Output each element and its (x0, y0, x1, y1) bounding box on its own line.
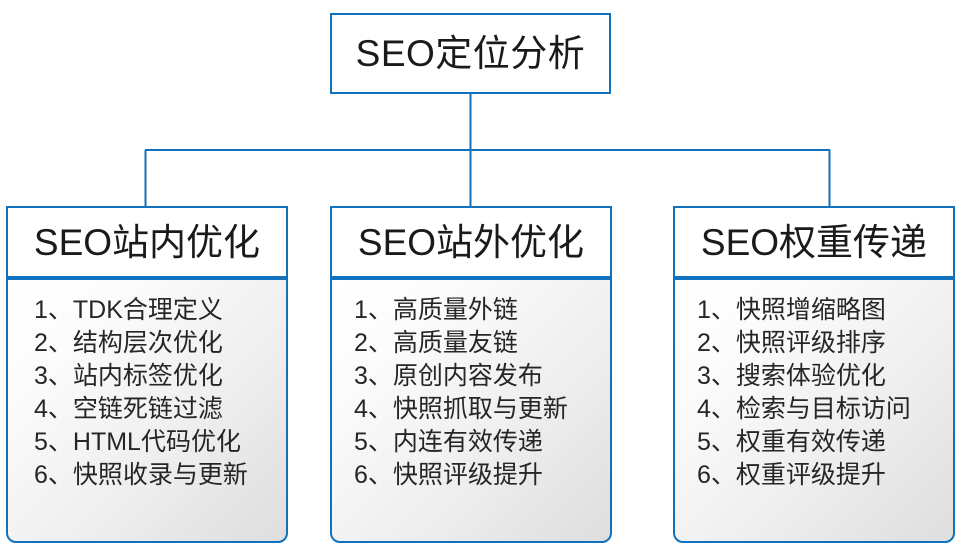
list-item: 3、站内标签优化 (34, 362, 223, 390)
list-item: 1、TDK合理定义 (34, 296, 223, 324)
list-item: 6、快照评级提升 (354, 461, 543, 489)
list-item: 1、高质量外链 (354, 296, 518, 324)
branch-header-title-2: SEO站外优化 (357, 221, 585, 263)
root-node-title: SEO定位分析 (355, 33, 586, 74)
root-node[interactable]: SEO定位分析 (330, 13, 611, 94)
branch-header-2[interactable]: SEO站外优化 (330, 206, 612, 278)
list-item: 4、空链死链过滤 (34, 395, 223, 423)
branch-column-3[interactable]: SEO权重传递 1、快照增缩略图 2、快照评级排序 3、搜索体验优化 4、检索与… (673, 206, 955, 543)
list-item: 1、快照增缩略图 (697, 296, 886, 324)
list-item: 2、结构层次优化 (34, 329, 223, 357)
branch-header-title-1: SEO站内优化 (33, 221, 261, 263)
branch-header-title-3: SEO权重传递 (700, 221, 928, 263)
list-item: 6、权重评级提升 (697, 461, 886, 489)
list-item: 3、原创内容发布 (354, 362, 543, 390)
list-item: 5、内连有效传递 (354, 428, 543, 456)
branch-body-1: 1、TDK合理定义 2、结构层次优化 3、站内标签优化 4、空链死链过滤 5、H… (6, 278, 288, 543)
branch-column-2[interactable]: SEO站外优化 1、高质量外链 2、高质量友链 3、原创内容发布 4、快照抓取与… (330, 206, 612, 543)
list-item: 4、检索与目标访问 (697, 395, 911, 423)
list-item: 2、快照评级排序 (697, 329, 886, 357)
branch-header-1[interactable]: SEO站内优化 (6, 206, 288, 278)
branch-column-1[interactable]: SEO站内优化 1、TDK合理定义 2、结构层次优化 3、站内标签优化 4、空链… (6, 206, 288, 543)
list-item: 2、高质量友链 (354, 329, 518, 357)
branch-body-2: 1、高质量外链 2、高质量友链 3、原创内容发布 4、快照抓取与更新 5、内连有… (330, 278, 612, 543)
list-item: 4、快照抓取与更新 (354, 395, 568, 423)
branch-body-3: 1、快照增缩略图 2、快照评级排序 3、搜索体验优化 4、检索与目标访问 5、权… (673, 278, 955, 543)
list-item: 5、权重有效传递 (697, 428, 886, 456)
list-item: 3、搜索体验优化 (697, 362, 886, 390)
branch-header-3[interactable]: SEO权重传递 (673, 206, 955, 278)
list-item: 6、快照收录与更新 (34, 461, 248, 489)
list-item: 5、HTML代码优化 (34, 428, 241, 456)
